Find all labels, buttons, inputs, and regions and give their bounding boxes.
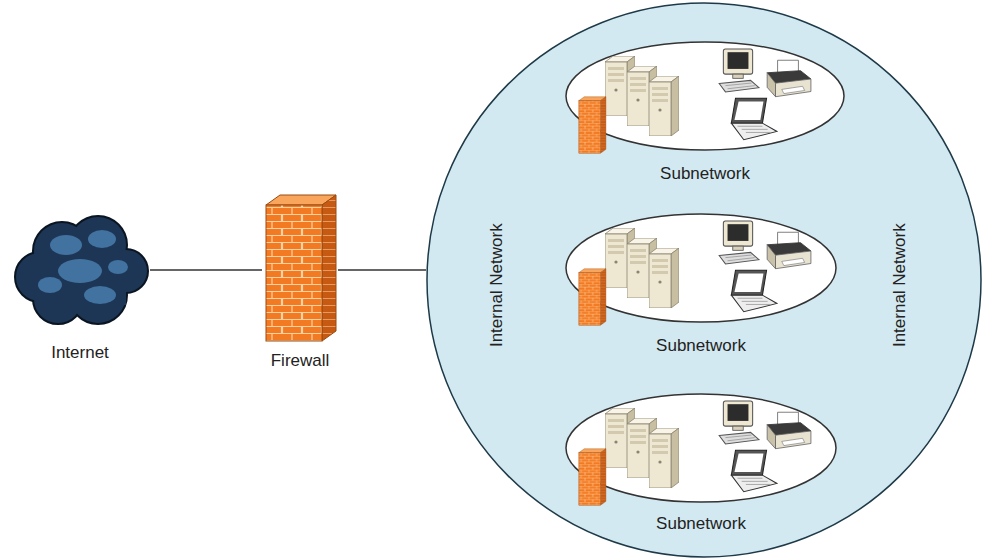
internal-network: SubnetworkSubnetworkSubnetworkInternal N… [426,2,982,558]
printer-icon [767,232,811,268]
network-label: Internal Network [487,223,507,347]
internet-cloud-label: Internet [51,343,109,363]
desktop-icon [719,49,759,92]
subnet-firewall-icon [579,449,606,505]
subnetwork-illustration [565,40,845,160]
subnet-firewall-icon [579,97,606,153]
firewall-illustration [262,193,338,343]
subnetwork-ellipse [566,394,836,502]
internet-cloud: Internet [10,205,150,367]
server-icon [649,248,679,308]
subnetwork-label: Subnetwork [660,164,750,184]
printer-icon [767,412,811,448]
internet-cloud-illustration [10,205,150,335]
network-link [150,269,262,271]
firewall: Firewall [262,193,338,375]
subnet-firewall-icon [579,269,606,325]
desktop-icon [719,221,759,264]
subnetwork: Subnetwork [565,392,837,542]
network-label: Internal Network [890,223,910,347]
laptop-icon [731,98,777,139]
subnetwork-illustration [565,392,837,512]
desktop-icon [719,401,759,444]
internet-cloud-icon [16,217,147,323]
subnetwork: Subnetwork [565,40,845,190]
laptop-icon [731,270,777,311]
laptop-icon [731,450,777,491]
subnetwork-illustration [565,212,837,332]
server-icon [649,428,679,488]
server-icon [649,76,679,136]
firewall-icon [266,195,336,341]
subnetwork-ellipse [566,214,836,322]
subnetwork-label: Subnetwork [656,336,746,356]
subnetwork-label: Subnetwork [656,514,746,534]
network-circle-outline [427,3,981,557]
subnetwork-ellipse [566,42,844,150]
firewall-label: Firewall [271,351,330,371]
network-link [338,269,426,271]
printer-icon [767,60,811,96]
subnetwork: Subnetwork [565,212,837,362]
